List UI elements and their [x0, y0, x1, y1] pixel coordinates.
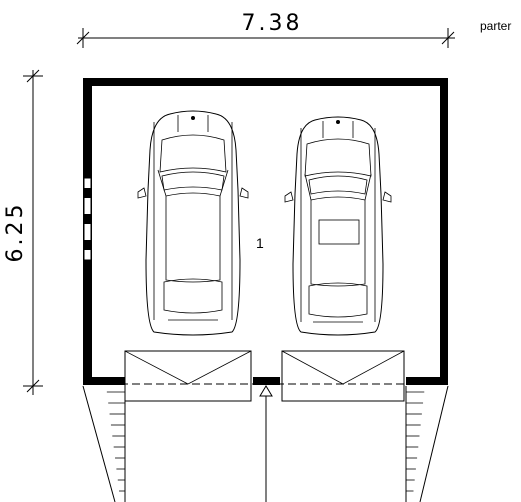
car-right	[284, 116, 392, 336]
ramp-right	[405, 385, 449, 502]
garage-walls	[83, 78, 448, 385]
width-dimension-label: 7.38	[242, 11, 303, 36]
level-label: parter	[480, 19, 511, 33]
room-number: 1	[256, 235, 264, 251]
ramp-left	[82, 385, 126, 502]
car-left	[137, 110, 249, 336]
garage-door-right	[281, 350, 405, 402]
width-dimension: 7.38	[76, 11, 455, 48]
height-dimension-label: 6.25	[3, 202, 28, 263]
height-dimension: 6.25	[3, 69, 43, 395]
entrance-arrow	[259, 385, 273, 502]
window-left-wall	[83, 177, 92, 261]
